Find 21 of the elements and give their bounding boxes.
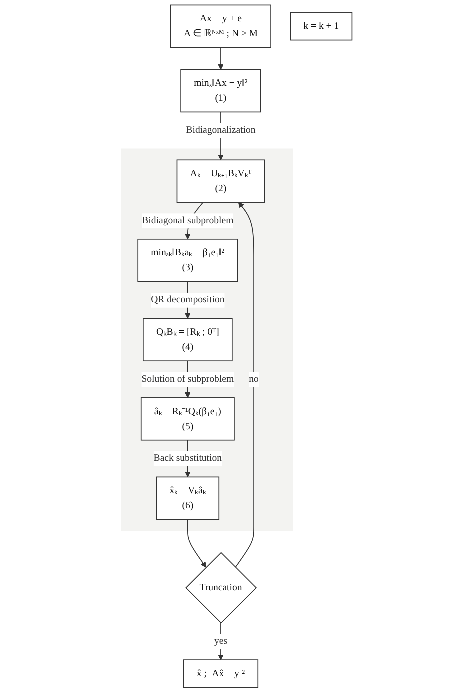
edge-label: Bidiagonal subproblem bbox=[142, 216, 234, 226]
node-box: âₖ = Rₖ⁻¹Qₖ(β₁e₁) (5) bbox=[140, 398, 235, 441]
edge-label: no bbox=[249, 374, 259, 385]
node-box: QₖBₖ = [Rₖ ; 0ᵀ] (4) bbox=[143, 318, 233, 362]
node-box: x̂ₖ = Vₖâₖ (6) bbox=[156, 476, 220, 520]
arrow bbox=[188, 519, 207, 568]
node-box: minₐₖ‖Bₖaₖ − β₁e₁‖² (3) bbox=[138, 239, 238, 282]
node-box: Ax = y + e A ∈ ℝᴺˣᴹ ; N ≥ M bbox=[170, 4, 272, 48]
node-box: k = k + 1 bbox=[290, 12, 353, 41]
node-diamond: Truncation bbox=[186, 552, 258, 624]
arrow bbox=[235, 202, 254, 568]
node-box: x̂ ; ‖Ax̂ − y‖² bbox=[183, 660, 259, 688]
edge-label: yes bbox=[214, 636, 228, 647]
edge-label: Back substitution bbox=[154, 453, 222, 464]
node-box: minₓ‖Ax − y‖² (1) bbox=[180, 69, 262, 113]
arrow bbox=[218, 47, 224, 70]
edge-label: Bidiagonalization bbox=[186, 125, 256, 136]
cluster bbox=[121, 148, 294, 532]
edge-label: Solution of subproblem bbox=[142, 374, 234, 385]
node-box: Aₖ = Uₖ₊₁BₖVₖᵀ (2) bbox=[176, 160, 266, 203]
edge-label: QR decomposition bbox=[151, 294, 225, 306]
